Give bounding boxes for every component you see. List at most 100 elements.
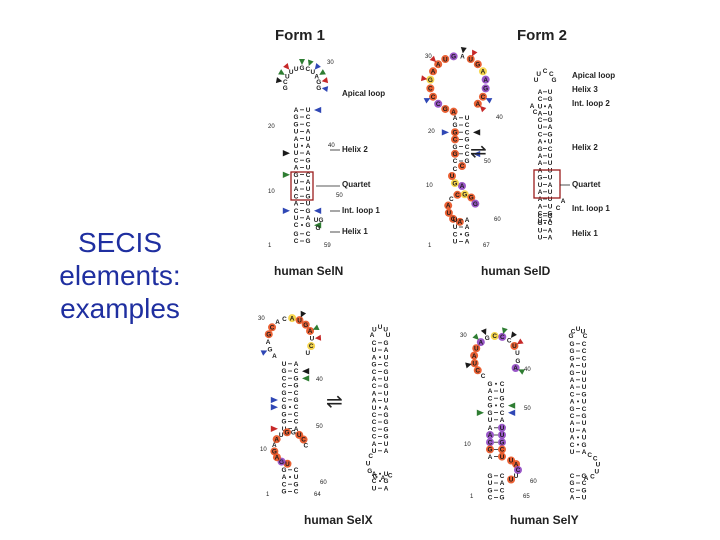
nucleotide: G — [552, 77, 557, 84]
nucleotide: G — [268, 346, 273, 353]
probe-circle — [498, 423, 506, 432]
nucleotide: C — [294, 193, 299, 200]
nucleotide: G — [451, 54, 456, 61]
nucleotide: G — [300, 65, 305, 72]
cleavage-arrow — [260, 350, 268, 356]
nucleotide: U — [582, 384, 587, 391]
nucleotide: C — [570, 473, 575, 480]
cleavage-arrow — [314, 222, 322, 229]
cleavage-arrow — [473, 129, 481, 136]
nucleotide: A — [294, 361, 299, 368]
probe-circle — [272, 435, 281, 444]
nucleotide: C — [294, 368, 299, 375]
cleavage-arrow — [508, 409, 516, 416]
nucleotide: G — [548, 131, 553, 138]
nucleotide: G — [452, 180, 457, 187]
cleavage-arrow — [312, 324, 320, 331]
nucleotide: C — [453, 158, 458, 165]
nucleotide: U — [447, 210, 452, 217]
seld-pos-30: 30 — [425, 54, 432, 60]
nucleotide: C — [488, 439, 493, 446]
pair-dot — [289, 476, 291, 478]
nucleotide: G — [582, 473, 587, 480]
nucleotide: U — [538, 124, 543, 131]
probe-circle — [498, 445, 506, 454]
nucleotide: C — [593, 456, 598, 463]
nucleotide: A — [306, 129, 311, 136]
sely-pos-60: 60 — [530, 479, 537, 485]
probe-circle — [429, 92, 438, 101]
nucleotide: A — [488, 432, 493, 439]
nucleotide: U — [279, 432, 284, 439]
nucleotide: U — [443, 56, 448, 63]
nucleotide: U — [285, 74, 290, 81]
probe-circle — [467, 193, 476, 202]
probe-circle — [498, 431, 506, 439]
seln-pos-40: 40 — [328, 143, 335, 149]
nucleotide: G — [306, 238, 311, 245]
probe-circle — [301, 320, 310, 329]
nucleotide: G — [373, 473, 378, 480]
probe-circle — [444, 201, 453, 210]
nucleotide: G — [570, 348, 575, 355]
nucleotide: A — [570, 495, 575, 502]
pair-dot — [379, 472, 381, 475]
nucleotide: G — [515, 358, 520, 365]
seln-pos-1: 1 — [268, 243, 272, 249]
probe-circle — [458, 182, 466, 190]
nucleotide: U — [453, 217, 458, 224]
nucleotide: A — [272, 442, 277, 449]
nucleotide: C — [372, 434, 377, 441]
nucleotide: U — [548, 111, 553, 118]
probe-circle — [270, 447, 279, 456]
nucleotide: U — [538, 227, 543, 234]
nucleotide: U — [294, 215, 299, 222]
cleavage-arrow — [508, 402, 516, 409]
seln-label-helix-1: Helix 1 — [342, 227, 368, 236]
nucleotide: A — [570, 377, 575, 384]
form2-header: Form 2 — [517, 27, 567, 44]
nucleotide: G — [582, 413, 587, 420]
nucleotide: G — [282, 419, 287, 426]
nucleotide: A — [272, 353, 277, 360]
probe-circle — [472, 344, 481, 353]
probe-circle — [451, 149, 459, 158]
cleavage-arrow — [510, 331, 517, 338]
nucleotide: G — [443, 106, 448, 113]
nucleotide: A — [384, 448, 389, 455]
nucleotide: A — [294, 136, 299, 143]
slide-title-line-1: SECIS — [77, 227, 163, 258]
nucleotide: C — [282, 375, 287, 382]
nucleotide: G — [279, 459, 284, 466]
cleavage-arrow — [485, 98, 493, 104]
probe-circle — [306, 326, 315, 335]
nucleotide: C — [372, 369, 377, 376]
nucleotide: U — [306, 107, 311, 114]
seld-pos-40: 40 — [496, 115, 503, 121]
probe-circle — [288, 314, 297, 323]
nucleotide: A — [290, 315, 295, 322]
probe-circle — [510, 341, 519, 350]
cleavage-arrow — [282, 150, 290, 157]
nucleotide: A — [384, 405, 389, 412]
nucleotide: G — [282, 411, 287, 418]
probe-circle — [453, 190, 462, 199]
nucleotide: A — [488, 425, 493, 432]
nucleotide: A — [538, 167, 543, 174]
nucleotide: U — [372, 327, 377, 334]
nucleotide: C — [372, 419, 377, 426]
nucleotide: G — [306, 222, 311, 229]
nucleotide: C — [582, 341, 587, 348]
nucleotide: C — [294, 489, 299, 496]
nucleotide: C — [453, 231, 458, 238]
nucleotide: A — [488, 388, 493, 395]
pair-dot — [544, 140, 546, 143]
probe-circle — [511, 363, 520, 372]
nucleotide: C — [388, 473, 393, 480]
cleavage-arrow — [473, 150, 481, 158]
nucleotide: U — [515, 350, 520, 357]
nucleotide: G — [367, 468, 372, 475]
nucleotide: U — [384, 376, 389, 383]
cleavage-arrow — [516, 338, 524, 345]
